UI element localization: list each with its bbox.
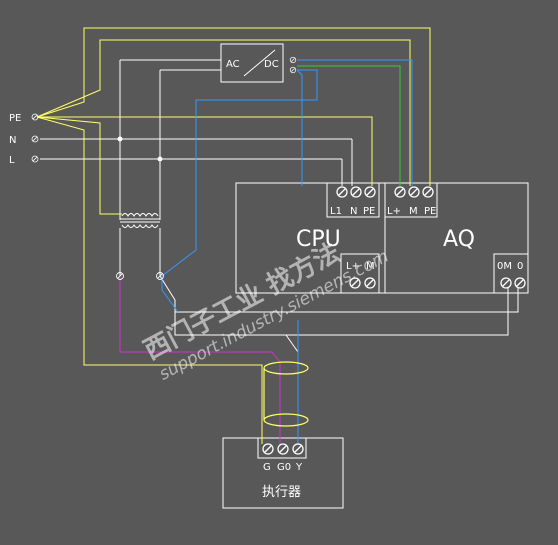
watermark: 西门子工业 找方法 support.industry.siemens.com: [139, 237, 392, 385]
cpu-term-pe: PE: [363, 206, 375, 217]
label-pe: PE: [9, 113, 21, 124]
wires-blue: [161, 59, 413, 444]
actuator-term-g: G: [263, 462, 271, 473]
cpu-term-lplus: L+: [346, 261, 360, 272]
wires-green: [297, 65, 401, 186]
cpu-term-n: N: [350, 206, 357, 217]
actuator-term-y: Y: [295, 462, 303, 473]
supply-terminals: [31, 113, 39, 163]
cable-shield: [263, 361, 309, 427]
psu-terminals: [289, 56, 297, 74]
cpu-module: [235, 182, 386, 294]
wires-magenta: [119, 276, 281, 444]
cpu-terminals-top: [336, 186, 376, 198]
cpu-term-m: M: [366, 261, 375, 272]
mid-terminals: [116, 272, 164, 280]
actuator-box: [222, 437, 344, 509]
aq-terminals-top: [394, 186, 434, 198]
actuator-terminals: [262, 443, 304, 455]
cpu-title: CPU: [296, 227, 341, 252]
label-l: L: [9, 155, 15, 166]
cpu-term-l1: L1: [330, 206, 342, 217]
psu-label-dc: DC: [264, 59, 279, 70]
aq-module: [384, 182, 529, 294]
aq-term-0: 0: [517, 261, 523, 272]
actuator-title: 执行器: [262, 485, 301, 500]
aq-title: AQ: [443, 227, 475, 252]
psu-label-ac: AC: [226, 59, 240, 70]
aq-term-m: M: [409, 206, 418, 217]
psu-box: [220, 43, 284, 83]
transformer-icon: [120, 213, 160, 228]
wires-white: [40, 59, 519, 444]
label-n: N: [9, 135, 16, 146]
wires-yellow: [36, 27, 431, 444]
aq-term-lplus: L+: [387, 206, 401, 217]
junction-dots: [117, 136, 163, 162]
actuator-term-g0: G0: [277, 462, 291, 473]
aq-term-0m: 0M: [497, 261, 512, 272]
aq-terminals-bottom: [500, 277, 526, 289]
aq-term-pe: PE: [424, 206, 436, 217]
